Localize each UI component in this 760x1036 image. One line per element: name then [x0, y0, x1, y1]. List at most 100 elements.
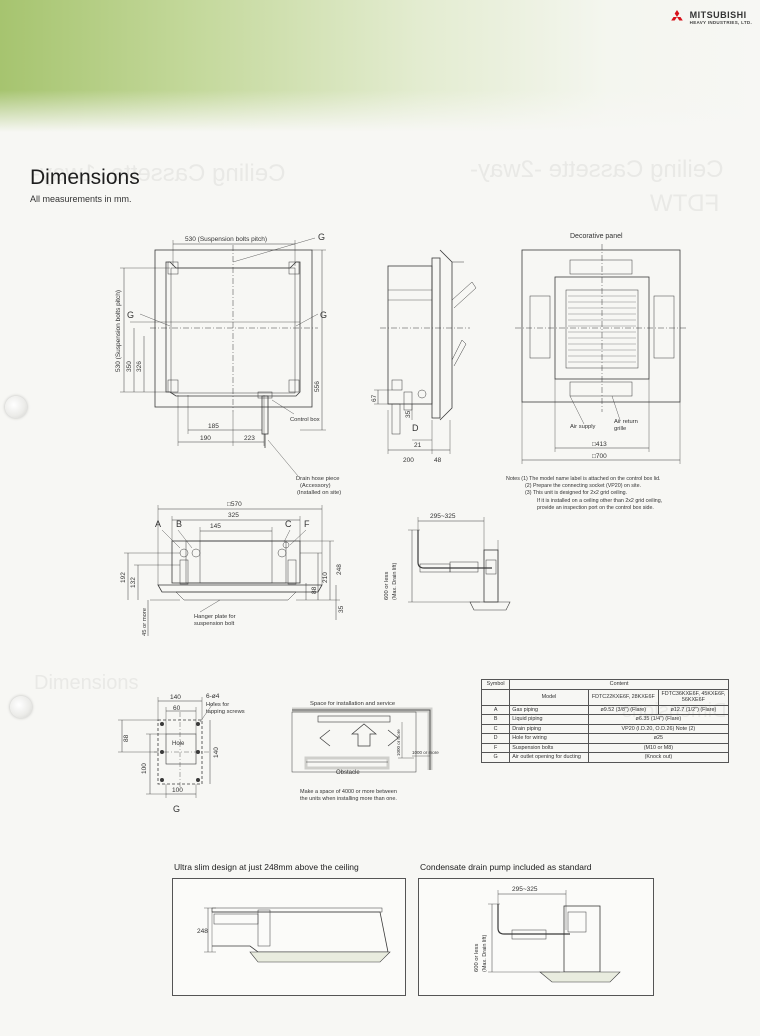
- brand-subtitle: HEAVY INDUSTRIES, LTD.: [689, 20, 752, 25]
- service-dim-1000-b: 1000 or more: [412, 750, 439, 755]
- top-pitch-label: 530 (Suspension bolts pitch): [185, 236, 267, 243]
- drain-dim-600: 600 or less: [384, 572, 390, 600]
- hole-g-label: G: [173, 804, 180, 814]
- drain-hose-label-3: (Installed on site): [297, 490, 341, 496]
- table-cell-symbol: C: [480, 723, 511, 734]
- caption-slim-design: Ultra slim design at just 248mm above th…: [174, 862, 359, 872]
- dim-570: □570: [227, 501, 242, 508]
- dim-145: 145: [210, 523, 221, 530]
- table-cell-item: Liquid piping: [509, 714, 589, 725]
- table-header-content: Content: [509, 679, 729, 690]
- caption-drain-pump: Condensate drain pump included as standa…: [420, 862, 592, 872]
- dim-35-front: 35: [338, 605, 345, 613]
- table-cell-value: ø25: [587, 733, 730, 744]
- side-pitch-label: 530 (Suspension bolts pitch): [115, 290, 122, 372]
- pump-dim-295: 295~325: [512, 886, 538, 893]
- dim-326: 326: [136, 361, 143, 372]
- table-cell-item: Hole for wiring: [509, 733, 589, 744]
- g-label-right: G: [320, 310, 327, 320]
- dim-185: 185: [208, 423, 219, 430]
- hole-label: Hole: [172, 741, 185, 747]
- pump-dim-600: 600 or less: [474, 944, 480, 972]
- hole-dim-60: 60: [173, 705, 181, 712]
- label-c: C: [285, 519, 292, 529]
- table-row: Model FDTC22KXE6F, 28KXE6F FDTC36KXE6F, …: [480, 688, 730, 706]
- table-cell-value: (Knock out): [587, 752, 730, 763]
- table-row: F Suspension bolts (M10 or M8): [480, 742, 730, 753]
- table-row: B Liquid piping ø6.35 (1/4") (Flare): [480, 714, 730, 725]
- table-row: D Hole for wiring ø25: [480, 733, 730, 744]
- dim-67: 67: [371, 394, 378, 402]
- hole-dim-100-left: 100: [141, 763, 148, 774]
- slim-dim-248: 248: [197, 928, 208, 935]
- dim-210: 210: [322, 572, 329, 583]
- table-row: G Air outlet opening for ducting (Knock …: [480, 752, 730, 763]
- drain-hose-label-1: Drain hose piece: [296, 476, 340, 482]
- g-label-left: G: [127, 310, 134, 320]
- spec-table: Symbol Content Model FDTC22KXE6F, 28KXE6…: [480, 679, 730, 763]
- g-label-top: G: [318, 232, 325, 242]
- table-cell-value-b: ø12.7 (1/2") (Flare): [657, 704, 730, 715]
- hanger-plate-label-2: suspension bolt: [194, 621, 235, 627]
- dim-132: 132: [130, 577, 137, 588]
- air-return-label-2: grille: [614, 426, 626, 432]
- dim-556: 556: [314, 381, 321, 392]
- brand-name: MITSUBISHI: [689, 10, 747, 20]
- binder-hole-top: [5, 396, 27, 418]
- control-box-label: Control box: [290, 417, 320, 423]
- table-cell-item: Gas piping: [509, 704, 589, 715]
- obstacle-label: Obstacle: [336, 770, 360, 776]
- service-note-1: Make a space of 4000 or more between: [300, 789, 397, 795]
- table-row: A Gas piping ø9.52 (3/8") (Flare) ø12.7 …: [480, 704, 730, 715]
- service-dim-1000-a: 1000 or more: [396, 729, 401, 756]
- table-cell-value: ø6.35 (1/4") (Flare): [587, 714, 730, 725]
- air-return-label-1: Air return: [614, 419, 638, 425]
- air-supply-label: Air supply: [570, 424, 596, 430]
- dim-325: 325: [228, 512, 239, 519]
- dim-192: 192: [120, 572, 127, 583]
- table-row: C Drain piping VP20 (I.D.20, O.D.26) Not…: [480, 723, 730, 734]
- drain-lift-drawing: [408, 517, 511, 611]
- table-cell-symbol: D: [480, 733, 511, 744]
- holes-label-3: tapping screws: [206, 709, 245, 715]
- service-note-2: the units when installing more than one.: [300, 796, 397, 802]
- drain-hose-label-2: (Accessory): [300, 483, 331, 489]
- hole-dim-88: 88: [123, 734, 130, 742]
- dim-45-or-more: 45 or more: [142, 608, 148, 636]
- table-model-b: FDTC36KXE6F, 45KXE6F, 56KXE6F: [657, 688, 730, 706]
- dim-48: 48: [434, 457, 442, 464]
- front-view-drawing: [124, 505, 340, 636]
- table-cell-item: Suspension bolts: [509, 742, 589, 753]
- dim-21: 21: [414, 442, 422, 449]
- decorative-panel-title: Decorative panel: [570, 233, 623, 240]
- side-view-drawing: [374, 249, 477, 454]
- note-line-1: Notes (1) The model name label is attach…: [506, 476, 661, 482]
- three-diamonds-icon: [670, 10, 683, 21]
- hole-detail-drawing: [118, 697, 215, 798]
- dim-35-side: 35: [405, 410, 412, 418]
- dim-248-front: 248: [336, 564, 343, 575]
- dim-200: 200: [403, 457, 414, 464]
- label-b: B: [176, 519, 182, 529]
- pump-max-lift: (Max. Drain lift): [482, 935, 488, 972]
- dim-413: □413: [592, 441, 607, 448]
- holes-label-2: Holes for: [206, 702, 229, 708]
- drain-max-lift: (Max. Drain lift): [392, 563, 398, 600]
- table-cell-value-a: ø9.52 (3/8") (Flare): [587, 704, 659, 715]
- ghost-text-4: Dimensions: [34, 672, 139, 694]
- label-a: A: [155, 519, 161, 529]
- table-cell-value: VP20 (I.D.20, O.D.26) Note (2): [587, 723, 730, 734]
- table-cell-symbol: A: [480, 704, 511, 715]
- dim-190: 190: [200, 435, 211, 442]
- note-line-3: (3) This unit is designed for 2x2 grid c…: [525, 490, 628, 497]
- table-cell-item: Air outlet opening for ducting: [509, 752, 589, 763]
- decorative-panel-drawing: [515, 244, 688, 464]
- dim-350: 350: [126, 361, 133, 372]
- note-line-5: provide an inspection port on the contro…: [537, 504, 654, 511]
- hole-dim-100-bottom: 100: [172, 787, 183, 794]
- banner-fade: [0, 90, 760, 132]
- dim-700: □700: [592, 453, 607, 460]
- note-line-2: (2) Prepare the connecting socket (VP20)…: [525, 483, 642, 490]
- hanger-plate-label-1: Hanger plate for: [194, 614, 236, 620]
